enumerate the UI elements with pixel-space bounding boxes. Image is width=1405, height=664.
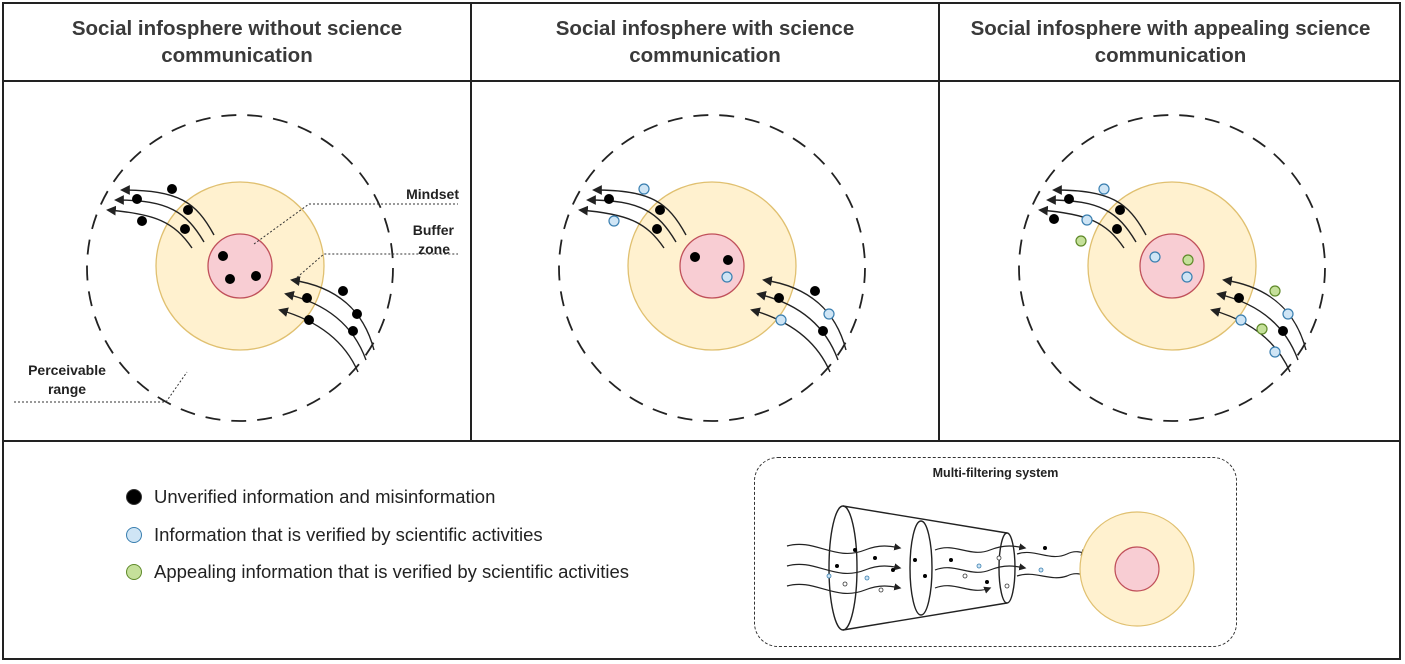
legend-item-verified: Information that is verified by scientif…	[126, 524, 543, 546]
unverified-dot	[302, 293, 312, 303]
inflow-arrows	[578, 185, 687, 249]
verified-dot	[1282, 308, 1294, 320]
unverified-dot	[167, 184, 177, 194]
unverified-dot	[1112, 224, 1122, 234]
verified-dot	[1181, 271, 1193, 283]
header-without-science: Social infosphere without science communi…	[4, 4, 470, 82]
verified-dot	[126, 527, 142, 543]
perceivable-range-label: range	[48, 381, 86, 397]
header-line: communication	[629, 44, 781, 67]
section-divider	[4, 440, 1401, 442]
legend-item-appealing: Appealing information that is verified b…	[126, 561, 629, 583]
legend-item-unverified: Unverified information and misinformatio…	[126, 486, 495, 508]
multi-filtering-system-title: Multi-filtering system	[932, 466, 1059, 480]
mindset-circle	[207, 233, 273, 299]
unverified-dot	[810, 286, 820, 296]
infosphere-diagram	[1018, 114, 1326, 422]
header-with-science: Social infosphere with science communicat…	[470, 4, 938, 82]
header-line: communication	[161, 44, 313, 67]
unverified-dot	[1049, 214, 1059, 224]
unverified-dot	[604, 194, 614, 204]
verified-dot	[1098, 183, 1110, 195]
unverified-dot	[304, 315, 314, 325]
header-line: Social infosphere without science	[71, 17, 403, 40]
verified-dot	[1235, 314, 1247, 326]
mindset-circle	[1114, 546, 1160, 592]
unverified-dot	[126, 489, 142, 505]
unverified-dot	[652, 224, 662, 234]
infosphere-diagram: Mindset Buffer zone Perceivable range	[14, 114, 459, 422]
unverified-dot	[655, 205, 665, 215]
inflow-arrows	[278, 276, 375, 373]
appealing-dot	[1269, 285, 1281, 297]
verified-dot	[721, 271, 733, 283]
unverified-dot	[818, 326, 828, 336]
unverified-dot	[183, 205, 193, 215]
unverified-dot	[1115, 205, 1125, 215]
unverified-dot	[1234, 293, 1244, 303]
multi-filtering-system-box: Multi-filtering system	[754, 457, 1237, 647]
perceivable-range-circle	[558, 114, 866, 422]
verified-dot	[1269, 346, 1281, 358]
inflow-arrows	[1038, 185, 1147, 249]
appealing-dot	[126, 564, 142, 580]
buffer-zone-label: Buffer	[413, 222, 455, 238]
unverified-dot	[1064, 194, 1074, 204]
unverified-dot	[348, 326, 358, 336]
unverified-dot	[180, 224, 190, 234]
perceivable-range-circle	[1018, 114, 1326, 422]
mindset-circle	[1139, 233, 1205, 299]
legend-label: Information that is verified by scientif…	[154, 524, 543, 545]
panel-without-science: Mindset Buffer zone Perceivable range	[4, 82, 470, 440]
perceivable-range-circle	[86, 114, 394, 422]
verified-dot	[638, 183, 650, 195]
header-line: communication	[1094, 44, 1247, 67]
unverified-dot	[137, 216, 147, 226]
unverified-dot	[132, 194, 142, 204]
unverified-dot	[1278, 326, 1288, 336]
mindset-circle	[679, 233, 745, 299]
unverified-dot	[225, 274, 235, 284]
unverified-dot	[251, 271, 261, 281]
verified-dot	[608, 215, 620, 227]
filter-diagram	[786, 505, 1195, 631]
inflow-arrows	[750, 276, 847, 373]
filter-funnel	[828, 505, 1016, 631]
filtered-particles	[826, 546, 1047, 593]
leader-lines	[14, 203, 458, 403]
verified-dot	[823, 308, 835, 320]
inflow-arrows	[1210, 276, 1307, 373]
appealing-dot	[1256, 323, 1268, 335]
unverified-dot	[218, 251, 228, 261]
header-line: Social infosphere with science	[555, 17, 855, 40]
verified-dot	[1149, 251, 1161, 263]
appealing-dot	[1182, 254, 1194, 266]
panel-with-science	[470, 82, 938, 440]
appealing-dot	[1075, 235, 1087, 247]
unverified-dot	[352, 309, 362, 319]
verified-dot	[1081, 214, 1093, 226]
mindset-label: Mindset	[406, 186, 459, 202]
unverified-dot	[774, 293, 784, 303]
header-appealing-science: Social infosphere with appealing science…	[938, 4, 1401, 82]
perceivable-range-label: Perceivable	[28, 362, 106, 378]
panel-appealing-science	[938, 82, 1401, 440]
infosphere-diagram	[558, 114, 866, 422]
legend-label: Appealing information that is verified b…	[154, 561, 630, 582]
inflow-arrows	[106, 185, 215, 249]
unverified-dot	[723, 255, 733, 265]
legend-label: Unverified information and misinformatio…	[154, 486, 496, 507]
buffer-zone-label: zone	[418, 241, 450, 257]
unverified-dot	[690, 252, 700, 262]
unverified-dot	[338, 286, 348, 296]
verified-dot	[775, 314, 787, 326]
header-line: Social infosphere with appealing science	[970, 17, 1371, 40]
